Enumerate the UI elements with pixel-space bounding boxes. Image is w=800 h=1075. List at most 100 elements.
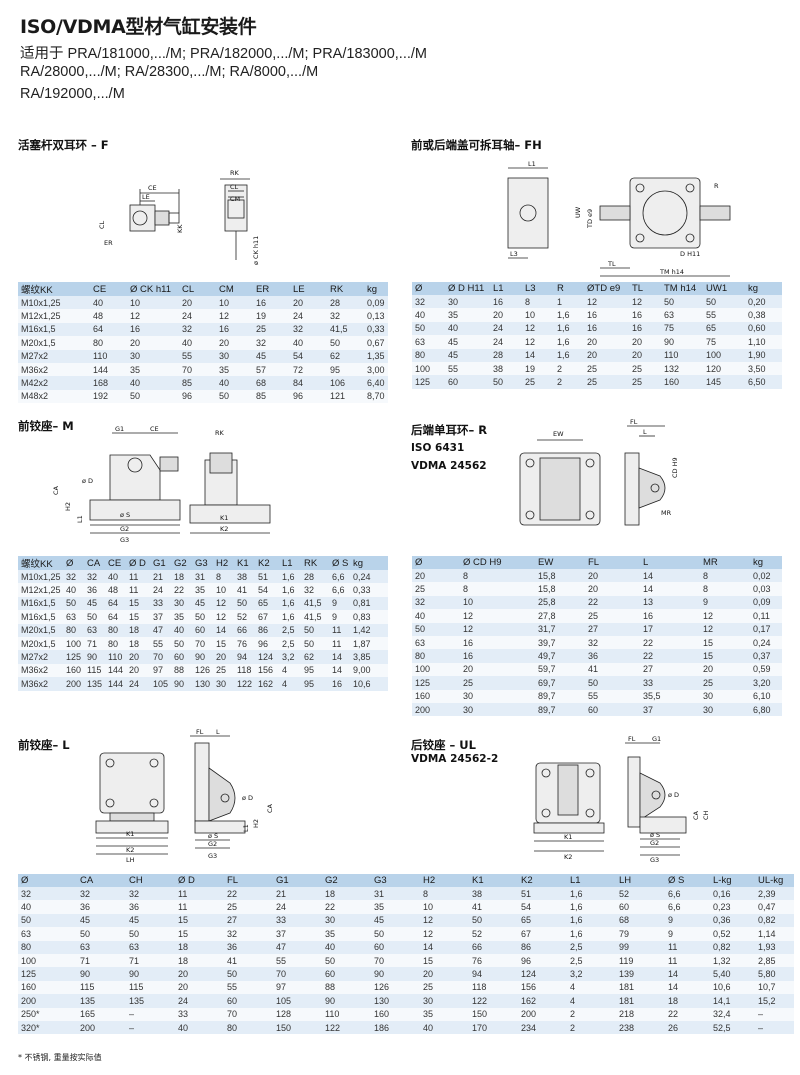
table-cell: 50 [490, 375, 522, 389]
table-cell: 27 [224, 913, 273, 928]
table-cell: 97 [150, 663, 171, 678]
table-cell: 10 [420, 900, 469, 914]
table-cell: 106 [327, 376, 364, 390]
table-cell: 0,33 [350, 583, 388, 597]
table-cell: 122 [469, 994, 518, 1008]
table-cell: 70 [192, 636, 213, 651]
table-cell: 6,80 [750, 702, 782, 717]
column-header: TL [629, 282, 661, 295]
table-cell: 32 [253, 336, 290, 350]
dim-h2: H2 [252, 819, 260, 828]
front-clevis-m-drawing: G1 CE CA ø D H2 L1 ø S G2 G3 RK K1 K2 [52, 425, 271, 544]
column-header: CA [84, 556, 105, 570]
table-cell: 62 [301, 650, 329, 664]
table-cell: 12 [522, 321, 554, 336]
table-cell: 86 [255, 623, 279, 637]
table-cell: 96 [255, 636, 279, 651]
table-cell: 8 [213, 570, 234, 584]
table-cell: 12 [213, 596, 234, 611]
table-cell: 8 [700, 569, 750, 583]
table-cell: 85 [253, 389, 290, 404]
table-cell: 14,1 [710, 994, 755, 1008]
table-cell: 50 [371, 927, 420, 941]
table-cell: 3,2 [567, 967, 616, 981]
table-cell: M12x1,25 [18, 309, 90, 323]
dim-s: ø S [650, 831, 660, 839]
table-cell: 165 [77, 1007, 126, 1021]
column-header: Ø S [665, 874, 710, 887]
dim-s: ø S [208, 832, 218, 840]
table-cell: 1,6 [279, 570, 301, 584]
table-cell: 17 [640, 622, 700, 636]
table-cell: 35 [322, 927, 371, 941]
table-cell: 32 [63, 570, 84, 584]
table-cell: 50 [171, 636, 192, 651]
table-cell: 1,6 [554, 321, 584, 336]
table-cell: 31,7 [535, 622, 585, 636]
table-cell: 90 [371, 967, 420, 981]
dim-ce: CE [148, 184, 157, 192]
table-cell: 30 [171, 596, 192, 611]
table-cell: 14 [213, 623, 234, 637]
table-cell: 22 [640, 649, 700, 663]
table-cell: 20 [490, 308, 522, 322]
table-cell: 30 [216, 349, 253, 363]
iso-label: ISO 6431 [411, 442, 465, 454]
table-cell: 80 [90, 336, 127, 350]
rear-eye-drawing: EW FL L CD H9 MR [519, 418, 679, 526]
table-cell: 181 [616, 980, 665, 995]
table-cell: 90 [126, 967, 175, 981]
table-cell: 31 [192, 570, 213, 584]
table-cell: 71 [126, 953, 175, 968]
table-cell: 2,5 [279, 636, 301, 651]
table-cell: 25 [629, 361, 661, 376]
dim-h2: H2 [64, 502, 72, 511]
table-cell: 32 [77, 887, 126, 901]
table-cell: 32 [327, 309, 364, 323]
table-cell: 8 [460, 582, 535, 596]
column-header: LE [290, 282, 327, 296]
table-cell: 192 [90, 389, 127, 404]
dim-ck: ø CK h11 [252, 236, 260, 265]
table-cell: 25 [412, 582, 460, 596]
dim-ca: CA [52, 485, 60, 495]
table-cell: 26 [665, 1020, 710, 1035]
dim-g1: G1 [115, 425, 124, 433]
table-cell: 20 [175, 980, 224, 995]
table-cell: 20 [216, 336, 253, 350]
dim-k2: K2 [220, 525, 228, 533]
dim-d: ø D [242, 794, 253, 802]
table-cell: 64 [90, 322, 127, 337]
table-cell: 25 [629, 375, 661, 389]
table-cell: 0,17 [750, 622, 782, 636]
column-header: ØTD e9 [584, 282, 629, 295]
dim-cl2: CL [230, 183, 239, 191]
table-cell: M36x2 [18, 677, 63, 691]
table-cell: 14 [329, 663, 350, 678]
table-cell: 168 [90, 376, 127, 390]
table-cell: 24 [273, 900, 322, 914]
table-cell: 45 [371, 913, 420, 928]
table-cell: 27 [585, 622, 640, 636]
table-cell: 16 [329, 677, 350, 691]
table-cell: 75 [661, 321, 703, 336]
table-cell: 40 [105, 570, 126, 584]
table-cell: 16 [629, 308, 661, 322]
table-cell: 20 [460, 662, 535, 677]
table-cell: 1,87 [350, 636, 388, 651]
table-cell: 30 [460, 689, 535, 703]
table-cell: 16 [253, 296, 290, 310]
table-cell: 0,20 [745, 295, 782, 309]
table-cell: 12 [213, 610, 234, 624]
table-cell: 135 [77, 994, 126, 1008]
table-cell: M16x1,5 [18, 610, 63, 624]
column-header: R [554, 282, 584, 295]
table-cell: 50 [703, 295, 745, 309]
table-cell: 68 [616, 913, 665, 928]
